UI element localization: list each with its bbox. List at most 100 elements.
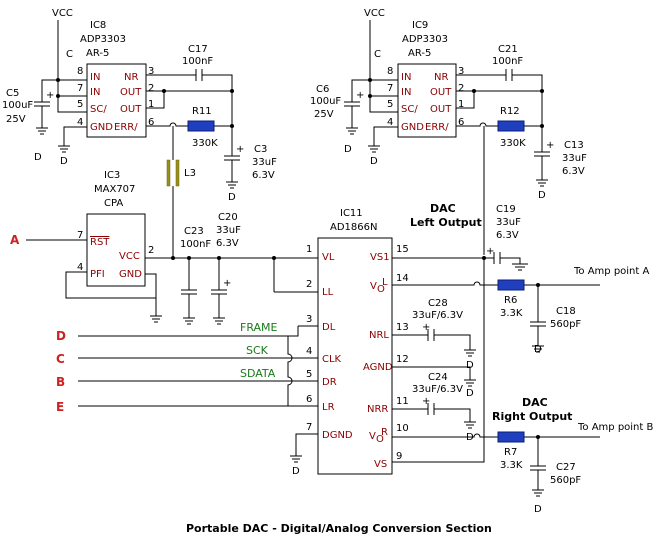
vcc-label-2: VCC — [364, 8, 385, 19]
r12-wires — [456, 122, 542, 127]
ic11-pin-vl: VL — [322, 252, 335, 263]
ic11-pin-vor-v: V — [369, 431, 376, 442]
gnd-label: D — [538, 190, 546, 201]
c28-value: 33uF/6.3V — [412, 310, 463, 321]
input-c-label[interactable]: C — [56, 352, 65, 366]
r11-value: 330K — [192, 138, 218, 149]
dgnd-wire — [290, 433, 318, 463]
input-e-label[interactable]: E — [56, 400, 64, 414]
ic11-num-11: 11 — [396, 396, 409, 407]
ic8-pin-sc: SC/ — [90, 104, 107, 115]
c5-ref: C5 — [6, 88, 19, 99]
ic8-part: ADP3303 — [80, 34, 126, 45]
ic11-pin-agnd: AGND — [363, 362, 393, 373]
c19-value: 33uF — [496, 217, 521, 228]
ic11-num-6: 6 — [306, 394, 312, 405]
ic3-ref: IC3 — [104, 170, 120, 181]
junction — [540, 89, 544, 93]
ic8-ref: IC8 — [90, 20, 106, 31]
ic11-pin-vor-o: O — [376, 434, 384, 445]
c24-capacitor — [392, 403, 476, 429]
ic9-num-3: 3 — [458, 66, 464, 77]
ic9-sub: AR-5 — [408, 48, 431, 59]
c5-value: 100uF — [2, 100, 33, 111]
ic8-num-3: 3 — [148, 66, 154, 77]
c6-value: 100uF — [310, 96, 341, 107]
ic9-body — [397, 63, 457, 138]
c5-capacitor — [34, 79, 58, 135]
c20-value: 33uF — [216, 225, 241, 236]
ic11-num-10: 10 — [396, 423, 409, 434]
ic3-pin-gnd: GND — [119, 269, 142, 280]
vcc-label-1: VCC — [52, 8, 73, 19]
ic9-pin-err: ERR/ — [425, 122, 449, 133]
c24-ref: C24 — [428, 372, 448, 383]
c3-voltage: 6.3V — [252, 170, 275, 181]
c19-capacitor — [392, 252, 528, 271]
ic3-num-7: 7 — [77, 230, 83, 241]
frame-wire — [78, 326, 299, 337]
ic9-regulator: IC9 ADP3303 AR-5 IN IN SC/ GND NR OUT OU… — [374, 20, 464, 138]
input-a-label[interactable]: A — [10, 233, 20, 247]
left-output-wire — [392, 281, 600, 286]
c19-ref: C19 — [496, 204, 516, 215]
c13-voltage: 6.3V — [562, 166, 585, 177]
r6-value: 3.3K — [500, 308, 523, 319]
gnd-label: D — [60, 156, 68, 167]
ic9-num-2: 2 — [458, 83, 464, 94]
ic11-num-3: 3 — [306, 314, 312, 325]
ic9-pin-nr: NR — [434, 72, 448, 83]
c28-plus: + — [422, 322, 430, 333]
ic11-num-14: 14 — [396, 273, 409, 284]
input-b-label[interactable]: B — [56, 375, 65, 389]
c20-plus: + — [223, 278, 231, 289]
c6-ref: C6 — [316, 84, 329, 95]
ic8-gnd — [58, 126, 87, 153]
dac-right-subtitle: Right Output — [492, 410, 572, 423]
ic8-pin-in1: IN — [90, 72, 100, 83]
r11-ref: R11 — [192, 106, 212, 117]
gnd-label: D — [534, 344, 542, 355]
ic11-num-4: 4 — [306, 346, 312, 357]
c13-value: 33uF — [562, 153, 587, 164]
ic9-num-7: 7 — [387, 83, 393, 94]
r6-ref: R6 — [504, 295, 517, 306]
ic9-pin-sc: SC/ — [401, 104, 418, 115]
input-d-label[interactable]: D — [56, 329, 66, 343]
r11-wires — [146, 122, 232, 127]
ic8-out-wires — [146, 90, 232, 109]
ic8-pin-in2: IN — [90, 87, 100, 98]
gnd-label: D — [292, 466, 300, 477]
c24-value: 33uF/6.3V — [412, 384, 463, 395]
junction — [171, 256, 175, 260]
l3-inductor-b — [175, 159, 180, 187]
ic11-body — [317, 237, 393, 475]
c3-ref: C3 — [254, 144, 267, 155]
c23-ref: C23 — [184, 226, 204, 237]
r7-resistor — [497, 431, 525, 443]
c27-value: 560pF — [550, 475, 581, 486]
amp-b-label: To Amp point B — [577, 422, 653, 433]
ic11-pin-dgnd: DGND — [322, 430, 353, 441]
c21-value: 100nF — [492, 56, 523, 67]
ic11-num-13: 13 — [396, 322, 409, 333]
c18-ref: C18 — [556, 306, 576, 317]
dac-left-title: DAC — [430, 202, 456, 215]
ic3-num-4: 4 — [77, 262, 83, 273]
ic11-num-7: 7 — [306, 422, 312, 433]
c5-plus: + — [46, 90, 54, 101]
c18-value: 560pF — [550, 319, 581, 330]
c17-value: 100nF — [182, 56, 213, 67]
ic3-num-2: 2 — [148, 245, 154, 256]
c6-voltage: 25V — [314, 109, 334, 120]
ic11-pin-ll: LL — [322, 287, 334, 298]
ic8-num-1: 1 — [148, 99, 154, 110]
c6-capacitor — [344, 79, 370, 135]
ic9-out-wires — [456, 90, 542, 109]
ic11-pin-vol-l: L — [382, 277, 388, 288]
ic3-pin-rst: RST — [90, 237, 110, 248]
ic3-pin-vcc: VCC — [119, 251, 140, 262]
sck-label: SCK — [246, 344, 269, 357]
gnd-label: D — [466, 388, 474, 399]
